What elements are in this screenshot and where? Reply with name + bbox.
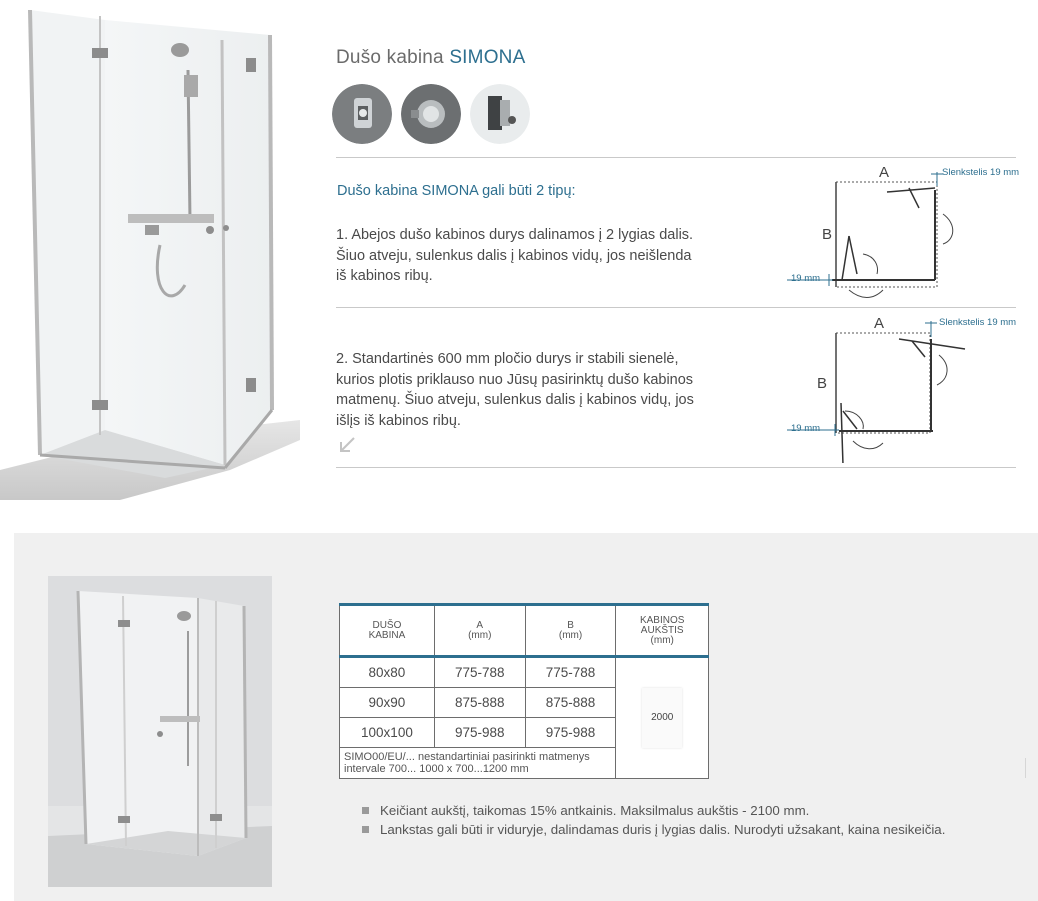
column-header-height: KABINOS AUKŠTIS (mm): [615, 603, 709, 658]
cell-cabin: 80x80: [339, 656, 435, 688]
diagram-type-1: A B Slenkstelis 19 mm 19 mm: [787, 162, 1027, 312]
list-item: Keičiant aukštį, taikomas 15% antkainis.…: [362, 801, 945, 820]
custom-size-note: SIMO00/EU/... nestandartiniai pasirinkti…: [338, 747, 617, 779]
bullet-square-icon: [362, 826, 369, 833]
threshold-label: Slenkstelis 19 mm: [939, 317, 1017, 328]
column-header-cabin: DUŠO KABINA: [339, 603, 435, 658]
dimension-label-a: A: [879, 164, 890, 181]
cell-a: 875-888: [433, 687, 526, 718]
round-handle-detail-icon: [401, 84, 461, 144]
cell-cabin: 100x100: [339, 717, 435, 748]
dimension-label-b: B: [817, 375, 828, 392]
cell-b: 975-988: [524, 717, 617, 748]
cell-b: 775-788: [524, 656, 617, 688]
divider-top: [336, 157, 1016, 158]
shower-cabin-photo: [0, 9, 300, 500]
table-note-row: SIMO00/EU/... nestandartiniai pasirinkti…: [338, 747, 709, 779]
product-title-prefix: Dušo kabina: [336, 47, 444, 68]
notes-list: Keičiant aukštį, taikomas 15% antkainis.…: [362, 801, 945, 839]
bullet-square-icon: [362, 807, 369, 814]
column-header-a: A (mm): [433, 603, 526, 658]
cell-b: 875-888: [524, 687, 617, 718]
divider-bottom: [336, 467, 1016, 468]
dimension-label-a: A: [874, 315, 885, 332]
table-row: 80x80 775-788 775-788 2000: [339, 656, 709, 779]
height-value: 2000: [642, 688, 683, 748]
cell-a: 775-788: [433, 656, 526, 688]
cell-cabin: 90x90: [339, 687, 435, 718]
hinge-detail-icon: [332, 84, 392, 144]
diagram-type-2: A B Slenkstelis 19 mm 19 mm: [787, 313, 1027, 463]
table-row: 100x100 975-988 975-988: [339, 717, 709, 748]
type-2-description: 2. Standartinės 600 mm pločio durys ir s…: [336, 351, 694, 429]
type-1-description: 1. Abejos dušo kabinos durys dalinamos į…: [336, 227, 694, 284]
dimension-19mm-label: 19 mm: [791, 423, 821, 434]
product-title-name: SIMONA: [449, 47, 526, 68]
threshold-label: Slenkstelis 19 mm: [942, 167, 1020, 178]
arrow-down-left-icon: [340, 437, 355, 452]
column-header-b: B (mm): [524, 603, 617, 658]
types-heading: Dušo kabina SIMONA gali būti 2 tipų:: [337, 183, 576, 199]
wall-profile-detail-icon: [470, 84, 530, 144]
dimensions-table: DUŠO KABINA A (mm) B (mm) KABINOS AUKŠTI…: [338, 603, 709, 779]
list-item: Lankstas gali būti ir viduryje, dalindam…: [362, 820, 945, 839]
cell-height: 2000: [615, 656, 709, 779]
divider-middle: [336, 307, 1016, 308]
table-header-row: DUŠO KABINA A (mm) B (mm) KABINOS AUKŠTI…: [339, 603, 709, 658]
shower-cabin-folding-photo: [48, 576, 272, 887]
table-row: 90x90 875-888 875-888: [339, 687, 709, 718]
divider-mark: [1025, 758, 1026, 778]
product-title: Dušo kabina SIMONA: [336, 47, 525, 69]
dimension-label-b: B: [822, 226, 833, 243]
cell-a: 975-988: [433, 717, 526, 748]
dimension-19mm-label: 19 mm: [791, 273, 821, 284]
